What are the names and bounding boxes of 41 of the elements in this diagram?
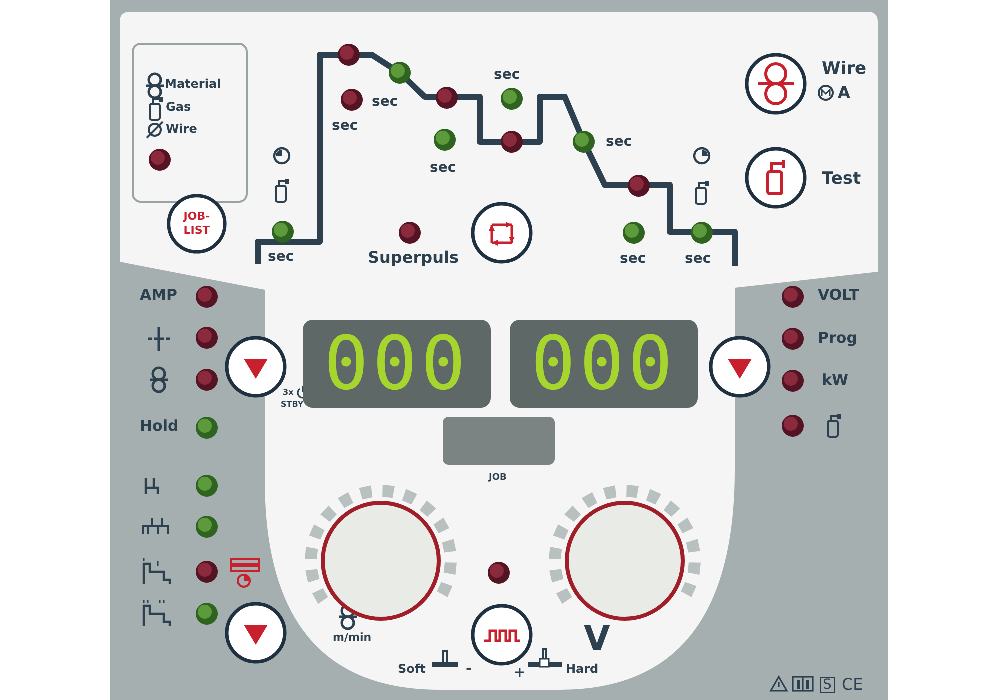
- mode-select-button: [224, 601, 288, 665]
- approval-mark: CE: [842, 677, 864, 693]
- time-label: sec: [494, 68, 520, 82]
- function-label: Superpuls: [368, 250, 459, 266]
- unit-label: A: [838, 85, 850, 101]
- time-label: sec: [685, 252, 712, 266]
- time-label: sec: [268, 250, 294, 264]
- parameter-label: Hold: [140, 419, 179, 434]
- display-label: JOB: [489, 474, 507, 483]
- scale-label: Soft: [398, 663, 426, 675]
- parameter-label: AMP: [140, 288, 178, 303]
- scale-label: Hard: [566, 663, 599, 675]
- time-label: sec: [606, 135, 632, 149]
- setting-label: Gas: [166, 101, 192, 113]
- choke-effect-button: [470, 603, 534, 667]
- scale-label: +: [514, 666, 526, 680]
- time-label: sec: [620, 252, 646, 266]
- gas-test-button: [744, 146, 808, 210]
- parameter-select-button: [708, 335, 772, 399]
- parameter-label: VOLT: [818, 288, 860, 303]
- standby-label: 3x: [283, 389, 294, 397]
- parameter-label: kW: [822, 373, 849, 388]
- wire-inch-button: [744, 52, 808, 116]
- scale-label: -: [466, 662, 472, 676]
- seven-segment-display: 000: [303, 320, 491, 408]
- time-label: sec: [332, 119, 358, 133]
- setting-label: Wire: [166, 123, 198, 135]
- job-display: [443, 417, 555, 465]
- time-label: sec: [430, 161, 456, 175]
- setting-label: Material: [165, 78, 222, 90]
- parameter-label: Prog: [818, 331, 858, 346]
- approval-mark: S: [820, 677, 835, 693]
- standby-label: STBY: [281, 401, 304, 409]
- seven-segment-display: 000: [510, 320, 698, 408]
- unit-label: m/min: [333, 632, 372, 643]
- job-list-button: JOB-LIST: [166, 193, 228, 255]
- superpuls-button: [470, 201, 534, 265]
- time-label: sec: [372, 95, 398, 109]
- button-label: Wire: [822, 61, 866, 78]
- unit-label: V: [584, 622, 610, 656]
- button-label: Test: [822, 171, 862, 188]
